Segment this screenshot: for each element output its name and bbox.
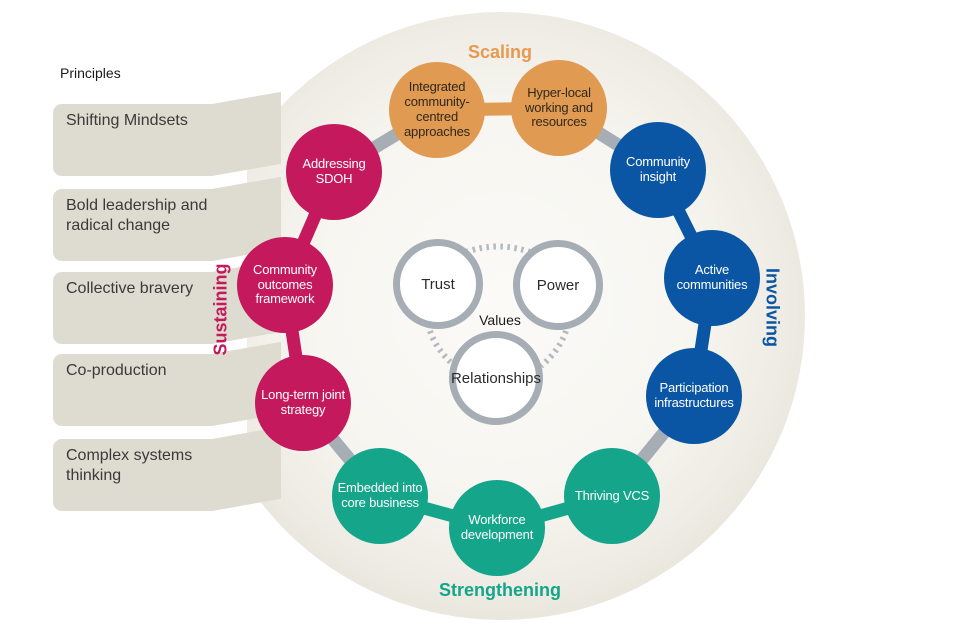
node-participation-infrastructures: Participation infrastructures: [646, 348, 742, 444]
node-community-outcomes-framework: Community outcomes framework: [237, 237, 333, 333]
node-active-communities: Active communities: [664, 230, 760, 326]
values-center-label: Values: [479, 312, 521, 328]
category-label-strengthening: Strengthening: [439, 580, 561, 600]
box-shape-left: [53, 439, 213, 511]
values-dashed-link: [539, 329, 569, 369]
category-label-sustaining: Sustaining: [210, 263, 231, 356]
node-integrated-community-centred-approaches: Integrated community-centred approaches: [389, 62, 485, 158]
principle-box-collective-bravery: Collective bravery: [53, 258, 281, 344]
values-circle-trust: Trust: [393, 239, 483, 329]
principles-heading: Principles: [60, 65, 121, 81]
box-shape-left: [53, 354, 213, 426]
principle-label: Shifting Mindsets: [66, 112, 188, 129]
node-addressing-sdoh: Addressing SDOH: [286, 124, 382, 220]
principle-box-complex-systems-thinking: Complex systems thinking: [53, 425, 281, 511]
principle-label: Complex systems thinking: [66, 447, 193, 484]
principle-box-co-production: Co-production: [53, 340, 281, 426]
node-embedded-into-core-business: Embedded into core business: [332, 448, 428, 544]
category-label-scaling: Scaling: [467, 42, 533, 62]
node-community-insight: Community insight: [610, 122, 706, 218]
values-circle-power: Power: [513, 240, 603, 330]
node-thriving-vcs: Thriving VCS: [564, 448, 660, 544]
divider-stripe: [53, 419, 247, 439]
node-workforce-development: Workforce development: [449, 480, 545, 576]
box-shape-left: [53, 189, 213, 261]
box-shape-left: [53, 272, 213, 344]
values-circle-relationships: Relationships: [449, 331, 543, 425]
principle-box-shifting-mindsets: Shifting Mindsets: [53, 90, 281, 176]
divider-stripe: [53, 337, 247, 354]
principle-box-bold-leadership-and-radical-change: Bold leadership and radical change: [53, 175, 281, 261]
principle-label: Co-production: [66, 362, 167, 379]
category-label-involving: Involving: [762, 267, 783, 347]
divider-stripe: [53, 254, 247, 272]
principle-label: Collective bravery: [66, 280, 194, 297]
values-dashed-link: [427, 329, 457, 369]
box-shape-left: [53, 104, 213, 176]
node-hyper-local-working-and-resources: Hyper-local working and resources: [511, 60, 607, 156]
principle-label: Bold leadership and radical change: [66, 197, 208, 234]
node-long-term-joint-strategy: Long-term joint strategy: [255, 355, 351, 451]
divider-stripe: [53, 169, 247, 189]
